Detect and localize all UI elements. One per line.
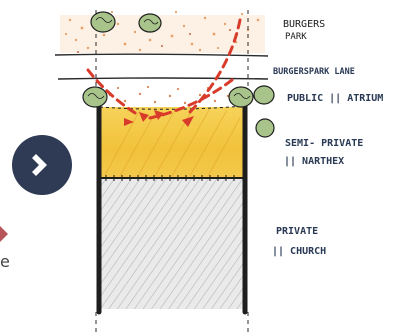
label-park-line2: PARK [285, 32, 307, 42]
lane-lines [55, 54, 268, 79]
label-private-line1: PRIVATE [276, 226, 318, 237]
label-park-line1: BURGERS [283, 19, 325, 30]
label-semi-line2: || NARTHEX [284, 156, 344, 167]
tree-icon [229, 87, 253, 107]
label-lane: BURGERSPARK LANE [273, 67, 355, 77]
park-texture [60, 11, 265, 53]
tree-icon [91, 12, 115, 32]
tree-icon [83, 87, 107, 107]
left-edge-diamond-icon [0, 226, 8, 242]
private-hatch [100, 179, 244, 309]
left-edge-text: e [0, 252, 10, 271]
tree-icon [254, 86, 274, 104]
chevron-right-icon [27, 150, 57, 180]
label-public: PUBLIC || ATRIUM [287, 93, 383, 104]
tree-icon [256, 119, 274, 137]
tree-icon [139, 14, 161, 32]
next-button[interactable] [12, 135, 72, 195]
label-private-line2: || CHURCH [272, 246, 326, 257]
label-semi-line1: SEMI- PRIVATE [285, 138, 363, 149]
